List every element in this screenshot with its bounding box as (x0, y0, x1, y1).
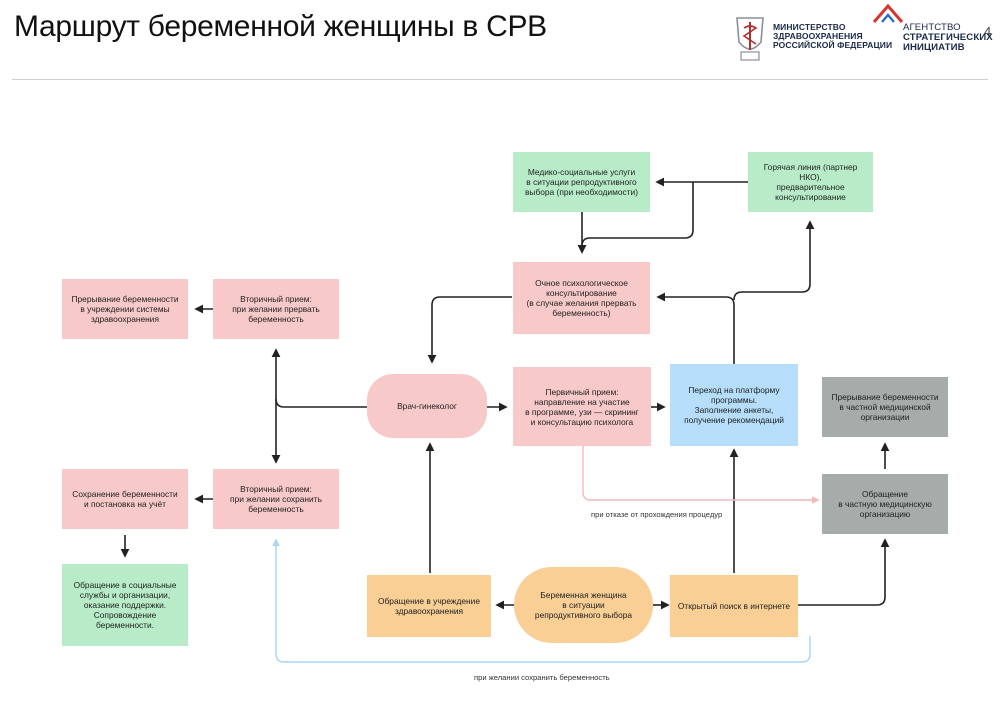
note-keep-wish: при желании сохранить беременность (474, 673, 610, 682)
page-title: Маршрут беременной женщины в СРВ (14, 10, 547, 43)
node-hotline: Горячая линия (партнер НКО),предваритель… (748, 152, 873, 212)
agency-logo-text: АГЕНТСТВО СТРАТЕГИЧЕСКИХ ИНИЦИАТИВ (903, 22, 993, 53)
agency-logo-icon (872, 3, 904, 23)
header-divider (12, 79, 988, 80)
ministry-emblem-icon (736, 17, 764, 61)
node-gynecologist: Врач-гинеколог (367, 374, 487, 438)
arrow-refusal-to-private (582, 446, 820, 504)
arrow-keep-wish-to-sec-keep (272, 538, 811, 663)
arrow-platform-to-psych (656, 292, 735, 364)
arrow-gyn-to-split (275, 398, 367, 408)
node-internet-search: Открытый поиск в интернете (670, 575, 798, 637)
ministry-logo-text: МИНИСТЕРСТВО ЗДРАВООХРАНЕНИЯ РОССИЙСКОЙ … (773, 22, 893, 50)
arrow-search-to-private (798, 538, 890, 606)
arrow-platform-to-hotline (733, 220, 815, 301)
arrow-psych-to-gyn (427, 296, 512, 364)
note-refusal: при отказе от прохождения процедур (591, 510, 723, 519)
page-number: 4 (984, 24, 992, 39)
